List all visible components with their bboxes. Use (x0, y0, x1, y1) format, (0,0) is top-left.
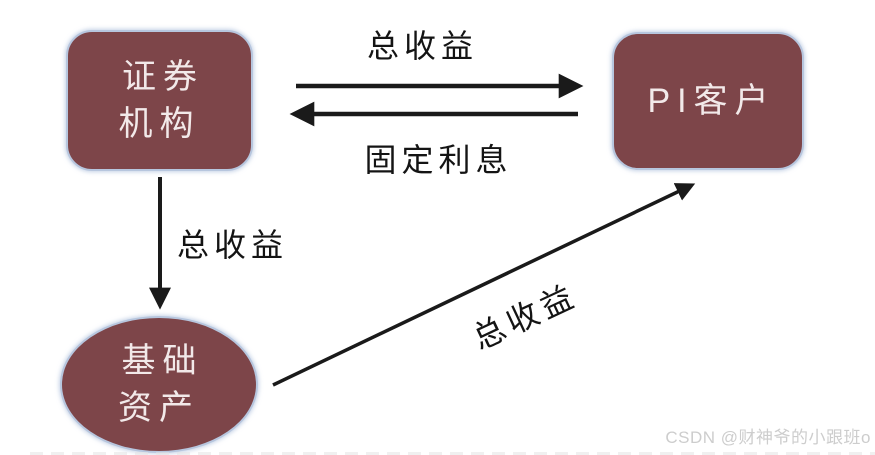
edge-label-total-return-top: 总收益 (366, 28, 479, 64)
node-underlying-asset: 基础 资产 (60, 316, 258, 453)
edge-label-total-return-down: 总收益 (176, 227, 289, 263)
node-pi-client-label: PI客户 (647, 81, 776, 120)
csdn-watermark: CSDN @财神爷的小跟班o (665, 428, 871, 447)
node-underlying-asset-label: 基础 资产 (118, 341, 204, 427)
watermark-cropped-row (30, 452, 875, 455)
arrow-total-return-diagonal (272, 183, 696, 387)
edge-label-fixed-interest: 固定利息 (364, 142, 513, 178)
node-securities-institution: 证券 机构 (66, 30, 253, 171)
node-securities-institution-label: 证券 机构 (118, 57, 204, 143)
node-pi-client: PI客户 (612, 32, 804, 170)
